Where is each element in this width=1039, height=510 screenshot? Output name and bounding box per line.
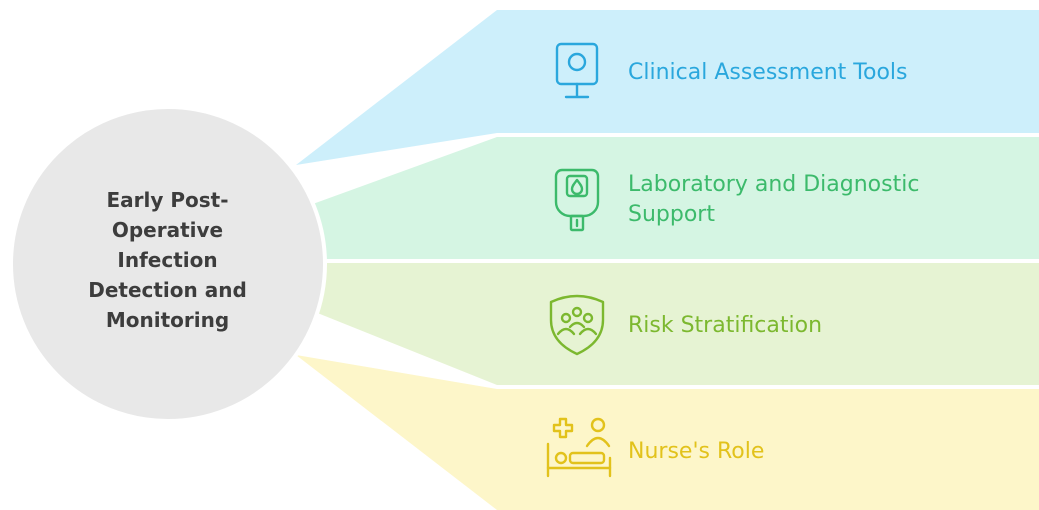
group-shield-icon (549, 294, 605, 356)
center-title: Early Post- Operative Infection Detectio… (88, 188, 247, 332)
nurse-patient-icon (546, 417, 612, 478)
branch-label-risk-stratification: Risk Stratification (628, 313, 823, 338)
band-clinical-assessment (296, 10, 1039, 165)
band-laboratory-diagnostic (310, 137, 1039, 259)
branch-label-nurse-role: Nurse's Role (628, 439, 765, 464)
center-circle (9, 105, 327, 423)
band-nurse-role (296, 355, 1039, 510)
band-risk-stratification (310, 263, 1039, 385)
branch-label-clinical-assessment: Clinical Assessment Tools (628, 60, 908, 85)
glucose-meter-icon (554, 168, 600, 232)
branch-label-laboratory-diagnostic: Laboratory and Diagnostic Support (628, 172, 920, 227)
monitor-icon (555, 42, 599, 99)
